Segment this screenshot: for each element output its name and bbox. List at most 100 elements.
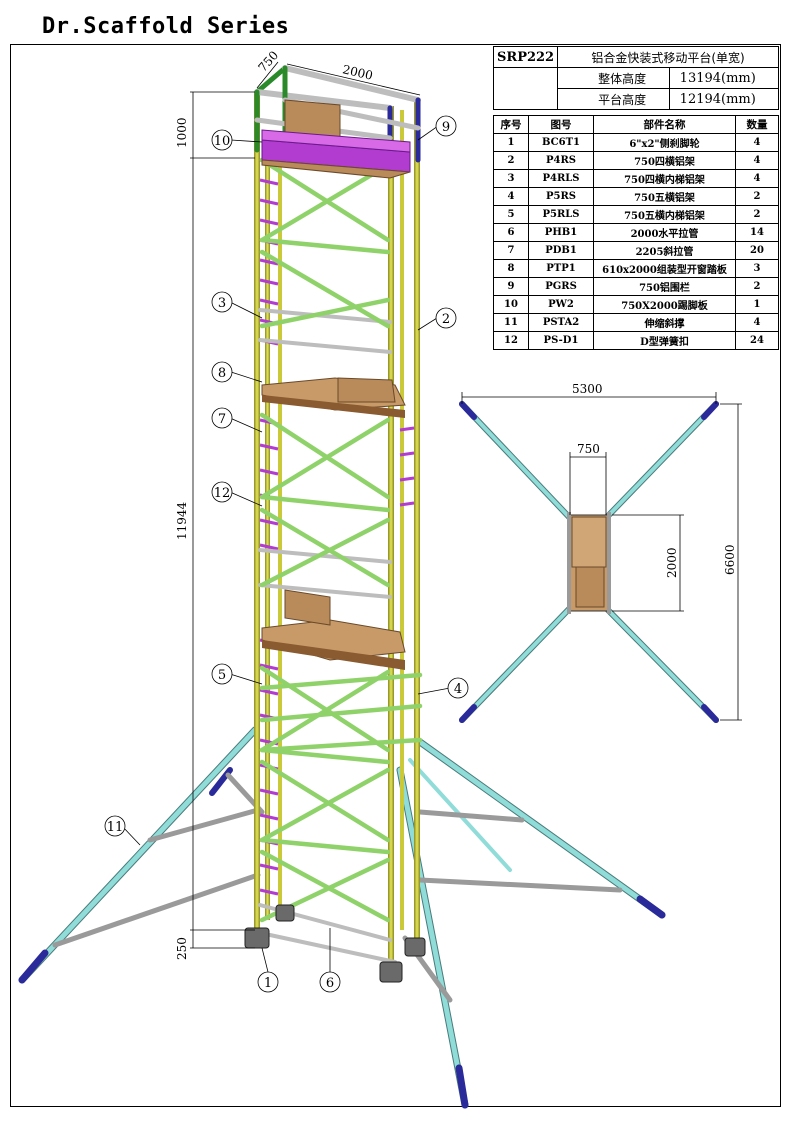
row-index: 2 — [493, 151, 529, 170]
plan-span-label: 5300 — [572, 382, 603, 396]
row-part-name: 伸缩斜撑 — [593, 313, 736, 332]
plan-depth-label: 6600 — [723, 544, 737, 575]
row-part-no: PS-D1 — [528, 331, 594, 350]
model-number: SRP222 — [492, 46, 559, 68]
overall-height-value: 13194(mm) — [668, 67, 780, 89]
tower-dimension-lines — [190, 61, 421, 949]
row-part-name: 750五横内梯铝架 — [593, 205, 736, 224]
plan-view — [459, 401, 719, 723]
dim-length-label: 2000 — [341, 62, 374, 83]
callout-2: 2 — [442, 312, 450, 327]
callout-12: 12 — [214, 486, 231, 501]
row-index: 9 — [493, 277, 529, 296]
row-part-no: BC6T1 — [528, 133, 594, 152]
lower-platform — [261, 589, 406, 670]
row-qty: 24 — [735, 331, 779, 350]
row-index: 5 — [493, 205, 529, 224]
spec-blank-cell — [492, 67, 559, 110]
callout-10: 10 — [214, 134, 231, 149]
plan-length-label: 2000 — [665, 547, 679, 578]
header-part-no: 图号 — [528, 115, 594, 134]
header-index: 序号 — [493, 115, 529, 134]
row-qty: 2 — [735, 205, 779, 224]
product-title: 铝合金快装式移动平台(单宽) — [557, 46, 779, 68]
row-part-name: 2205斜拉管 — [593, 241, 736, 260]
row-part-name: D型弹簧扣 — [593, 331, 736, 350]
row-part-name: 750X2000踢脚板 — [593, 295, 736, 314]
top-guardrail — [254, 65, 421, 179]
plan-width-label: 750 — [577, 442, 600, 456]
callout-8: 8 — [218, 366, 226, 381]
row-part-no: PHB1 — [528, 223, 594, 242]
row-qty: 2 — [735, 277, 779, 296]
horizontal-tubes — [258, 308, 397, 964]
parts-table-header: 序号 图号 部件名称 数量 — [493, 115, 779, 134]
row-part-no: PDB1 — [528, 241, 594, 260]
platform-height-label: 平台高度 — [557, 88, 670, 110]
outrigger-struts — [18, 726, 666, 1109]
row-index: 12 — [493, 331, 529, 350]
row-part-no: P4RLS — [528, 169, 594, 188]
callout-4: 4 — [454, 682, 462, 697]
callout-5: 5 — [218, 668, 226, 683]
row-part-name: 610x2000组装型开窗踏板 — [593, 259, 736, 278]
callout-6: 6 — [326, 976, 334, 991]
callout-9: 9 — [442, 120, 450, 135]
callout-3: 3 — [218, 296, 226, 311]
row-index: 6 — [493, 223, 529, 242]
header-part-name: 部件名称 — [593, 115, 736, 134]
tower-uprights — [254, 92, 420, 966]
row-part-no: PSTA2 — [528, 313, 594, 332]
platform-height-value: 12194(mm) — [668, 88, 780, 110]
row-index: 7 — [493, 241, 529, 260]
row-index: 8 — [493, 259, 529, 278]
row-qty: 4 — [735, 133, 779, 152]
row-qty: 14 — [735, 223, 779, 242]
row-qty: 2 — [735, 187, 779, 206]
bracing — [259, 157, 423, 923]
drawing-border — [10, 44, 781, 1107]
spec-table: SRP222 铝合金快装式移动平台(单宽) 整体高度 13194(mm) 平台高… — [492, 46, 780, 110]
row-part-name: 750四横铝架 — [593, 151, 736, 170]
row-qty: 1 — [735, 295, 779, 314]
callout-11: 11 — [107, 820, 124, 835]
row-part-no: P4RS — [528, 151, 594, 170]
row-part-name: 750铝围栏 — [593, 277, 736, 296]
callouts — [104, 115, 469, 993]
row-index: 4 — [493, 187, 529, 206]
dim-guardrail-label: 1000 — [175, 117, 189, 148]
header-qty: 数量 — [735, 115, 779, 134]
row-index: 11 — [493, 313, 529, 332]
mid-platform — [261, 377, 406, 418]
row-part-name: 750五横铝架 — [593, 187, 736, 206]
row-part-name: 2000水平拉管 — [593, 223, 736, 242]
row-qty: 4 — [735, 313, 779, 332]
row-part-no: PTP1 — [528, 259, 594, 278]
row-qty: 4 — [735, 151, 779, 170]
plan-dimension-lines — [461, 392, 742, 721]
callout-1: 1 — [264, 976, 272, 991]
row-qty: 4 — [735, 169, 779, 188]
row-part-no: P5RLS — [528, 205, 594, 224]
dim-tower-height-label: 11944 — [175, 501, 189, 540]
row-part-name: 6"x2"侧刹脚轮 — [593, 133, 736, 152]
row-qty: 20 — [735, 241, 779, 260]
outrigger-horizontal-tubes — [52, 807, 623, 1003]
row-part-no: P5RS — [528, 187, 594, 206]
row-part-no: PGRS — [528, 277, 594, 296]
callout-7: 7 — [218, 412, 226, 427]
row-index: 3 — [493, 169, 529, 188]
dim-base-label: 250 — [175, 937, 189, 960]
